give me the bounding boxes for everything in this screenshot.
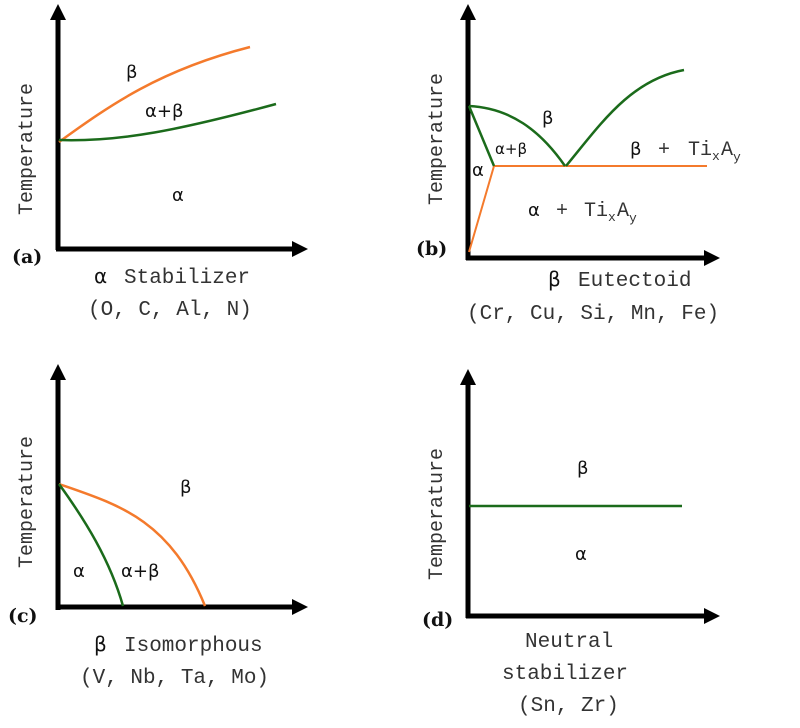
svg-text:β: β — [630, 139, 642, 160]
xlabel-text: Eutectoid — [578, 270, 691, 293]
xlabel-elements: (V, Nb, Ta, Mo) — [80, 667, 269, 690]
x-axis-arrow-icon — [292, 241, 308, 257]
panel-label-d: (d) — [422, 609, 453, 631]
region-beta: β — [180, 477, 192, 498]
svg-text:+: + — [556, 200, 568, 223]
xlabel-greek: β — [548, 267, 561, 291]
region-alpha-tixay: α + Ti x A y — [528, 200, 637, 226]
panel-b: Temperature β α+β α β + Ti x A y α + Ti … — [416, 4, 741, 326]
region-beta: β — [542, 108, 554, 129]
xlabel-greek: α — [94, 264, 107, 288]
y-axis-label: Temperature — [426, 73, 449, 205]
region-alpha-beta: α+β — [121, 561, 159, 582]
region-beta-tixay: β + Ti x A y — [630, 139, 741, 165]
xlabel-text: Isomorphous — [124, 635, 263, 658]
beta-transus-line — [58, 45, 251, 144]
region-alpha-beta: α+β — [495, 140, 527, 158]
y-axis-label: Temperature — [16, 83, 39, 215]
alpha-transus-line — [57, 483, 125, 607]
xlabel-elements: (O, C, Al, N) — [88, 299, 252, 322]
y-axis-arrow-icon — [460, 369, 476, 385]
x-axis-arrow-icon — [704, 608, 720, 624]
beta-transus-line — [58, 482, 207, 607]
svg-text:y: y — [629, 211, 637, 226]
beta-transus-left — [468, 104, 567, 167]
xlabel-elements: (Sn, Zr) — [518, 695, 619, 718]
svg-text:α: α — [528, 200, 540, 221]
xlabel-line1: Neutral — [525, 631, 613, 654]
panel-label-c: (c) — [8, 605, 38, 627]
panel-a: Temperature β α+β α (a) α Stabilizer (O,… — [12, 4, 308, 322]
region-alpha: α — [73, 561, 85, 582]
panel-d: Temperature β α (d) Neutral stabilizer (… — [422, 369, 720, 718]
panel-label-a: (a) — [12, 246, 42, 268]
xlabel-elements: (Cr, Cu, Si, Mn, Fe) — [467, 303, 719, 326]
region-alpha-beta: α+β — [145, 101, 183, 122]
region-alpha: α — [575, 544, 587, 565]
svg-text:x: x — [608, 210, 616, 225]
svg-text:A: A — [721, 139, 733, 162]
y-axis-label: Temperature — [426, 448, 449, 580]
y-axis-arrow-icon — [50, 364, 66, 380]
region-beta: β — [126, 62, 138, 83]
region-alpha: α — [172, 185, 184, 206]
y-axis-label: Temperature — [16, 436, 39, 568]
x-axis-arrow-icon — [292, 599, 308, 615]
svg-text:Ti: Ti — [688, 139, 712, 162]
xlabel-line2: stabilizer — [502, 663, 628, 686]
panel-label-b: (b) — [416, 238, 447, 260]
svg-text:Ti: Ti — [584, 200, 608, 223]
alpha-transus-line — [467, 105, 496, 167]
xlabel-greek: β — [94, 632, 107, 656]
y-axis-arrow-icon — [460, 4, 476, 20]
region-alpha: α — [472, 160, 484, 181]
svg-text:A: A — [617, 200, 629, 223]
svg-text:x: x — [712, 149, 720, 164]
svg-text:+: + — [658, 139, 670, 162]
x-axis-arrow-icon — [704, 250, 720, 266]
svg-text:y: y — [733, 150, 741, 165]
y-axis-arrow-icon — [50, 4, 66, 20]
alpha-transus-line — [58, 102, 277, 142]
panel-c: Temperature β α+β α (c) β Isomorphous (V… — [8, 364, 308, 690]
xlabel-text: Stabilizer — [124, 267, 250, 290]
region-beta: β — [577, 458, 589, 479]
beta-transus-right — [565, 68, 685, 167]
